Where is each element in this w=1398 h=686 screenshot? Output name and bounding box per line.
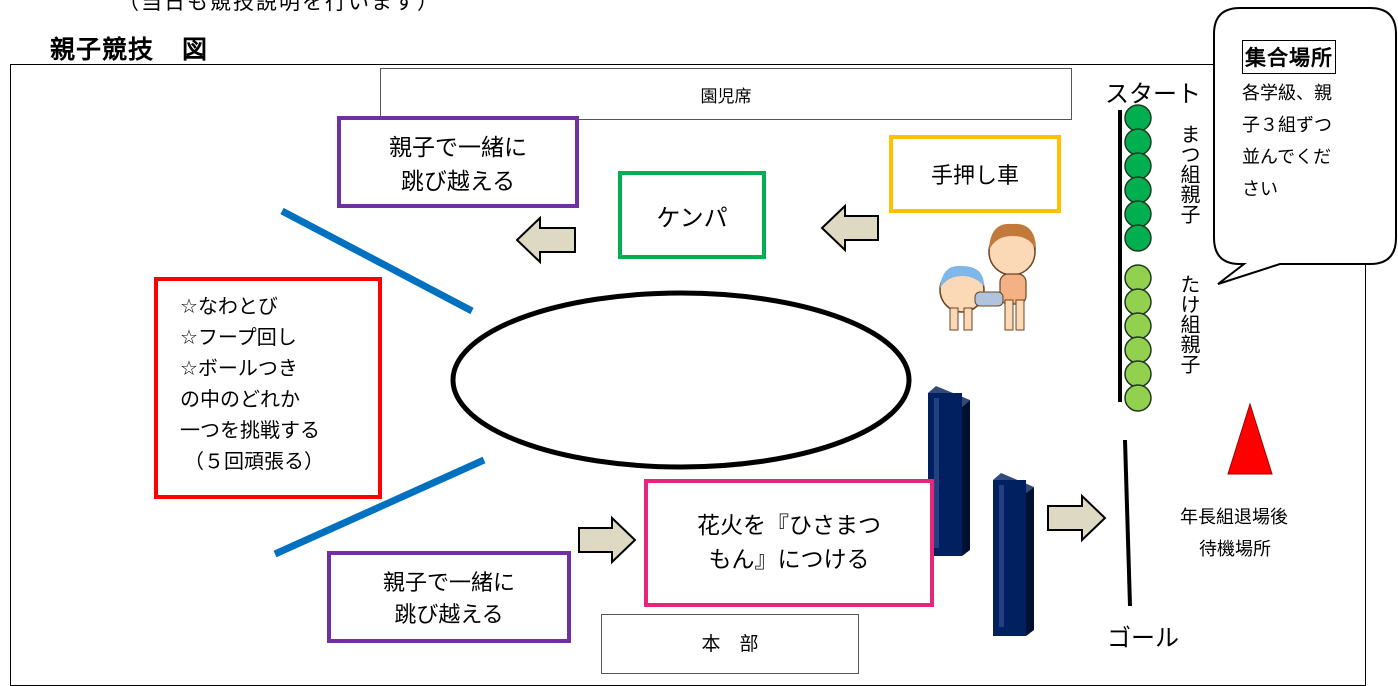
jump-station-top: 親子で一緒に 跳び越える [337,116,579,208]
take-group-label: たけ組親子 [1177,274,1201,374]
obstacle-block-left [928,386,970,556]
start-label: スタート [1105,80,1201,108]
challenge-station: ☆なわとび ☆フープ回し ☆ボールつき の中のどれか 一つを挑戦する （５回頑張… [154,277,382,499]
challenge-line: の中のどれか [180,387,300,411]
children-seats-label: 園児席 [700,86,752,107]
circle-take [1124,312,1152,340]
kenpa-station: ケンパ [618,171,766,259]
goal-line [1123,439,1132,607]
callout-bubble [1213,7,1397,285]
fireworks-line1: 花火を『ひさまつ [697,513,881,539]
challenge-line: ☆ボールつき [180,356,298,380]
challenge-line: （５回頑張る） [184,449,324,473]
circle-take [1124,264,1152,292]
callout-title: 集合場所 [1242,40,1336,74]
arrow-right-icon [1047,493,1107,543]
obstacle-block-right [993,473,1034,636]
diagram-graphics [273,7,1397,636]
title-text: 親子競技 [50,35,155,64]
title-suffix: 図 [182,35,209,64]
kenpa-label: ケンパ [656,203,728,232]
waiting-area-line2: 待機場所 [1199,539,1271,560]
wheelbarrow-label: 手押し車 [930,164,1019,189]
circle-take [1124,360,1152,388]
jump-top-line1: 親子で一緒に [389,135,527,161]
circle-take [1124,336,1152,364]
hurdle-line-bottom [273,456,486,558]
cone-icon [1227,402,1273,475]
jump-bottom-line2: 跳び越える [394,603,504,628]
hurdle-line-top [280,207,474,315]
circle-matsu [1124,152,1152,180]
headquarters-label: 本 部 [701,633,759,655]
jump-top-line2: 跳び越える [400,169,516,195]
children-wheelbarrow-icon [939,223,1036,331]
children-seats-box: 園児席 [380,68,1072,120]
waiting-area-line1: 年長組退場後 [1180,507,1288,528]
challenge-line: 一つを挑戦する [180,418,320,442]
callout-line: 並んでくだ [1242,147,1332,168]
circle-matsu [1124,128,1152,156]
headquarters-box: 本 部 [601,614,859,674]
circle-take [1124,384,1152,412]
callout-line: さい [1242,179,1278,200]
center-ellipse [450,290,912,470]
jump-station-bottom: 親子で一緒に 跳び越える [327,551,571,643]
fireworks-line2: もん』につける [708,547,870,573]
circle-matsu [1124,224,1152,252]
callout-line: 子３組ずつ [1242,115,1332,136]
circle-matsu [1124,176,1152,204]
assembly-callout: 集合場所 各学級、親 子３組ずつ 並んでくだ さい [1242,40,1388,206]
arrow-right-icon [578,515,637,565]
circle-take [1124,288,1152,316]
page-title: 親子競技図 [50,30,208,66]
callout-line: 各学級、親 [1242,83,1332,104]
goal-label: ゴール [1107,624,1179,652]
arrow-left-icon [515,215,576,265]
note-text: （当日も競技説明を行います） [118,0,440,14]
wheelbarrow-station: 手押し車 [889,135,1061,213]
circle-matsu [1124,200,1152,228]
fireworks-station: 花火を『ひさまつ もん』につける [644,479,934,607]
jump-bottom-line1: 親子で一緒に [382,571,515,596]
challenge-line: ☆フープ回し [180,325,297,349]
matsu-group-label: まつ組親子 [1177,124,1201,224]
challenge-line: ☆なわとび [180,294,278,318]
waiting-circles [1124,104,1152,412]
arrow-left-icon [820,203,879,253]
